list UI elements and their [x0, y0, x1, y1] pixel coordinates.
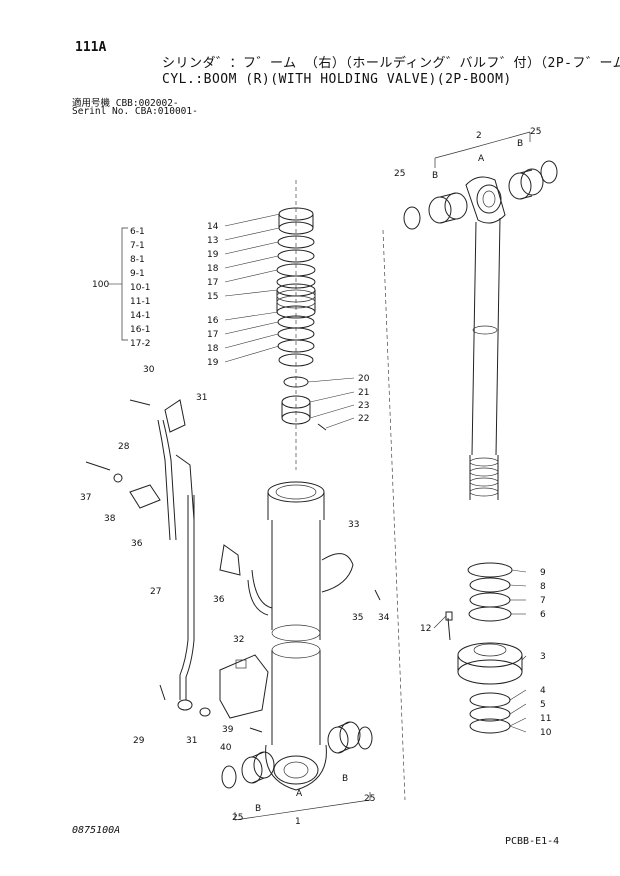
callout-label: 38 [104, 514, 116, 524]
serial-number-line: Serinl No. CBA:010001- [72, 106, 198, 117]
kit-item-label: 16-1 [130, 325, 150, 335]
kit-item-label: 9-1 [130, 269, 145, 279]
callout-label: 20 [358, 374, 370, 384]
kit-item-label: 11-1 [130, 297, 150, 307]
piston-rod-assembly [403, 160, 558, 500]
callout-label: 28 [118, 442, 130, 452]
callout-label: 1 [295, 817, 301, 827]
callout-label: 19 [207, 250, 219, 260]
callout-labels: 14 13 19 18 17 15 16 17 18 19 20 21 23 2… [80, 127, 552, 827]
callout-label: 40 [220, 743, 232, 753]
pipe-and-valve-assembly [129, 399, 269, 719]
callout-label: 7 [540, 596, 546, 606]
callout-label: 33 [348, 520, 359, 530]
callout-label: 6 [540, 610, 546, 620]
kit-item-label: 6-1 [130, 227, 145, 237]
bolts [85, 399, 381, 733]
callout-label: 4 [540, 686, 546, 696]
callout-label: 36 [213, 595, 225, 605]
callout-label: 34 [378, 613, 390, 623]
page-number: 111A [75, 40, 107, 55]
piston-seal-stack [276, 207, 327, 431]
callout-label: 13 [207, 236, 218, 246]
callout-label: 30 [143, 365, 155, 375]
callout-label: 27 [150, 587, 161, 597]
cylinder-tube [265, 481, 327, 791]
callout-label: 32 [233, 635, 244, 645]
callout-label: 25 [394, 169, 405, 179]
applicable-serial-line: 適用号機 CBB:002002- [72, 98, 179, 109]
callout-label: B [432, 171, 438, 181]
lower-bushings [221, 721, 373, 789]
leader-lines [224, 213, 527, 733]
kit-item-label: 17-2 [130, 339, 150, 349]
callout-label: 18 [207, 344, 219, 354]
callout-label: A [478, 154, 485, 164]
rod-head-assembly [445, 562, 523, 734]
callout-label: 25 [232, 813, 243, 823]
callout-label: 37 [80, 493, 91, 503]
callout-label: 21 [358, 388, 369, 398]
page-code: PCBB-E1-4 [505, 836, 560, 847]
callout-label: 31 [196, 393, 207, 403]
callout-label: 35 [352, 613, 363, 623]
callout-label: 3 [540, 652, 546, 662]
kit-item-label: 7-1 [130, 241, 145, 251]
callout-label: 39 [222, 725, 234, 735]
callout-label: 19 [207, 358, 219, 368]
callout-label: B [255, 804, 261, 814]
callout-label: 29 [133, 736, 145, 746]
callout-label: 14 [207, 222, 219, 232]
callout-label: 17 [207, 278, 218, 288]
kit-item-label: 8-1 [130, 255, 145, 265]
callout-label: 9 [540, 568, 546, 578]
rod-axis-line [382, 229, 406, 801]
callout-label: 36 [131, 539, 143, 549]
callout-label: 23 [358, 401, 369, 411]
callout-label: A [296, 789, 303, 799]
callout-label: 25 [364, 794, 375, 804]
callout-label: 2 [476, 131, 482, 141]
kit-item-label: 14-1 [130, 311, 150, 321]
callout-label: B [517, 139, 523, 149]
callout-label: 22 [358, 414, 369, 424]
callout-label: B [342, 774, 348, 784]
callout-label: 5 [540, 700, 546, 710]
callout-label: 11 [540, 714, 551, 724]
callout-label: 18 [207, 264, 219, 274]
callout-label: 16 [207, 316, 219, 326]
title-english: CYL.:BOOM (R)(WITH HOLDING VALVE)(2P-BOO… [162, 72, 512, 87]
kit-item-label: 10-1 [130, 283, 150, 293]
assembly-dimension-lines [234, 131, 531, 821]
callout-label: 10 [540, 728, 552, 738]
pipe-clamp-band [247, 553, 354, 616]
drawing-number: 0875100A [72, 825, 121, 836]
callout-label: 25 [530, 127, 541, 137]
kit-bracket: 100 6-1 7-1 8-1 9-1 10-1 11-1 14-1 16-1 … [92, 227, 150, 349]
callout-label: 15 [207, 292, 218, 302]
callout-label: 8 [540, 582, 546, 592]
callout-label: 31 [186, 736, 197, 746]
title-japanese: シリンダ゛：フ゛ーム （右）（ホールディング゛バルフ゛付）（2P-フ゛ーム） [162, 56, 620, 71]
callout-label: 12 [420, 624, 431, 634]
callout-label: 17 [207, 330, 218, 340]
kit-number-label: 100 [92, 280, 109, 290]
